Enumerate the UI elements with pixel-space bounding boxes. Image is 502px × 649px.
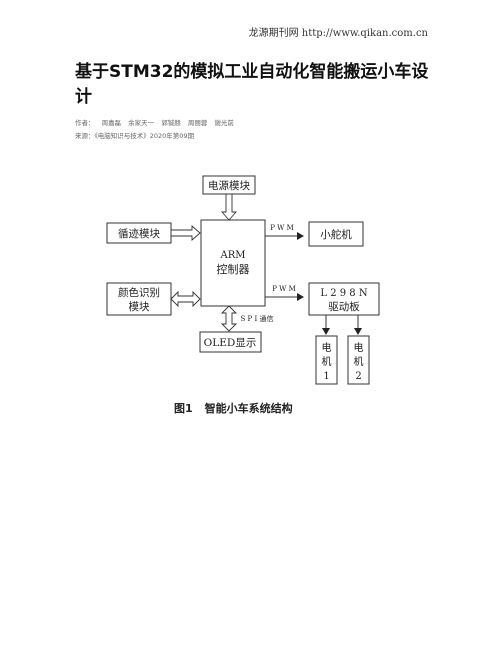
arm-controller-block: ARM 控制器: [200, 219, 266, 307]
controller-label: 控制器: [217, 262, 250, 276]
servo-block: 小舵机: [308, 221, 364, 247]
tracking-module-label: 循迹模块: [118, 227, 160, 240]
motor-1-label-line1: 电: [322, 341, 332, 354]
figure-caption: 图1 智能小车系统结构: [174, 400, 293, 416]
motor-2-block: 电 机 2: [347, 335, 370, 385]
source-label: 来源：: [75, 132, 95, 140]
l298n-driver-block: L 2 9 8 N 驱动板: [308, 282, 380, 316]
driver-to-motors-lines: [322, 315, 362, 335]
article-source: 来源：《电脑知识与技术》2020年第09期: [75, 130, 199, 140]
color-recognition-block: 颜色识别 模块: [106, 282, 172, 316]
motor-2-label-line2: 机: [354, 355, 364, 368]
motor-1-label-line2: 机: [322, 355, 332, 368]
color-arm-double-arrow: [170, 290, 201, 308]
power-to-arm-arrow: [221, 193, 237, 221]
source-value: 《电脑知识与技术》2020年第09期: [94, 132, 195, 140]
oled-display-block: OLED显示: [199, 331, 262, 353]
article-title: 基于STM32的模拟工业自动化智能搬运小车设计: [75, 62, 429, 107]
power-module-block: 电源模块: [202, 175, 256, 195]
figure-caption-text: 智能小车系统结构: [204, 402, 293, 415]
motor-1-label-line3: 1: [323, 371, 329, 382]
article-authors: 作者： 周嘉磊 余家天一 郭铖赫 周丽蓉 谢光前: [75, 117, 239, 127]
header-source-text: 龙源期刊网 http://www.qikan.com.cn: [248, 28, 428, 39]
pwm-label-bottom: P W M: [272, 285, 296, 293]
authors-label: 作者：: [75, 119, 95, 127]
motor-1-block: 电 机 1: [315, 335, 338, 385]
l298n-label: L 2 9 8 N: [320, 288, 367, 299]
author-name: 余家天一: [128, 119, 155, 127]
driver-board-label: 驱动板: [328, 300, 360, 313]
author-name: 周嘉磊: [101, 119, 122, 127]
tracking-to-arm-arrow: [170, 225, 201, 241]
pwm-label-top: P W M: [270, 224, 294, 232]
pwm-link-top: P W M: [265, 224, 304, 240]
arm-oled-double-arrow: S P I 通信: [220, 305, 274, 332]
arm-label: ARM: [220, 250, 246, 261]
figure-number: 图1: [174, 402, 193, 415]
color-recognition-label-line2: 模块: [129, 301, 150, 313]
servo-label: 小舵机: [320, 228, 352, 241]
power-module-label: 电源模块: [208, 179, 250, 192]
oled-label: OLED显示: [204, 337, 257, 349]
author-name: 周丽蓉: [187, 119, 208, 127]
motor-2-label-line1: 电: [354, 341, 364, 354]
spi-label: S P I 通信: [241, 314, 274, 323]
author-name: 谢光前: [214, 119, 234, 127]
color-recognition-label-line1: 颜色识别: [118, 286, 160, 299]
author-name: 郭铖赫: [161, 119, 181, 127]
pwm-link-bottom: P W M: [265, 285, 304, 301]
tracking-module-block: 循迹模块: [106, 222, 172, 244]
motor-2-label-line3: 2: [355, 371, 361, 382]
